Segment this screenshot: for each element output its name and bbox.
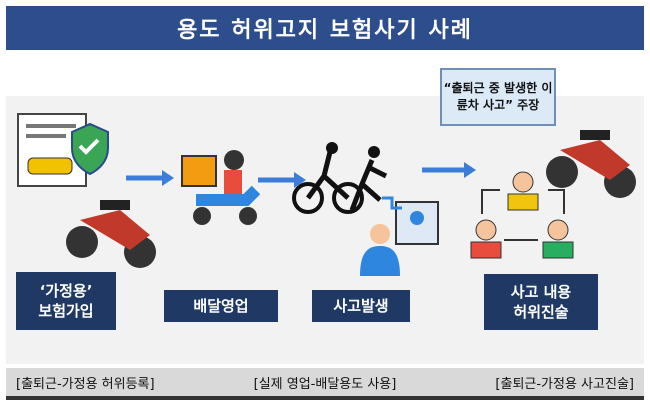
people-network-icon (470, 171, 574, 259)
arrow-right-icon (422, 162, 476, 178)
insurance-document-icon (17, 113, 109, 187)
medical-consult-icon (360, 196, 439, 276)
step-label-insurance-signup: ‘가정용’보험가입 (16, 272, 116, 330)
accident-collision-icon (292, 142, 388, 214)
arrow-right-icon (258, 172, 306, 188)
page-title: 용도 허위고지 보험사기 사례 (6, 6, 644, 50)
caption-false-registration: [출퇴근-가정용 허위등록] (16, 376, 155, 392)
arrow-right-icon (126, 170, 174, 186)
claim-speech-bubble: “출퇴근 중 발생한 이륜차 사고” 주장 (440, 68, 556, 126)
motorcycle-icon (546, 130, 636, 198)
step-label-delivery: 배달영업 (164, 290, 278, 322)
motorcycle-icon (66, 200, 156, 268)
step-label-accident: 사고발생 (312, 290, 410, 322)
caption-false-claim: [출퇴근-가정용 사고진술] (495, 376, 634, 392)
caption-bar: [출퇴근-가정용 허위등록] [실제 영업-배달용도 사용] [출퇴근-가정용 … (6, 368, 644, 400)
delivery-rider-icon (181, 150, 261, 225)
caption-actual-use: [실제 영업-배달용도 사용] (253, 376, 397, 392)
